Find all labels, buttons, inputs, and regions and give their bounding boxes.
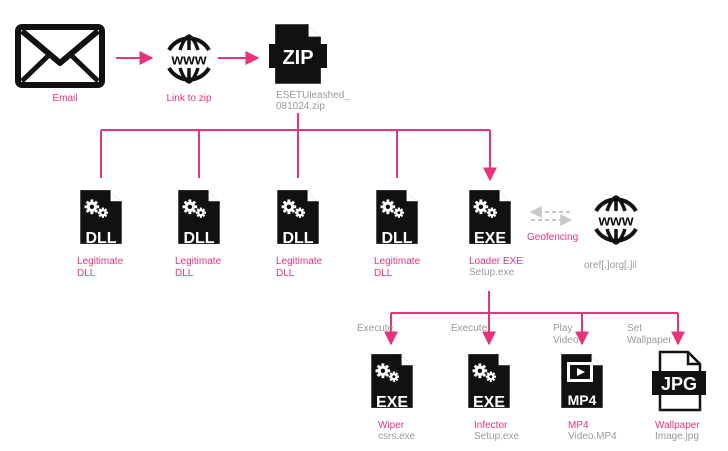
exe-badge: EXE [474, 230, 506, 247]
zip-badge: ZIP [282, 47, 313, 69]
dll-badge: DLL [183, 230, 214, 247]
connectors [100, 51, 685, 346]
infector-filename: Setup.exe [474, 431, 519, 442]
node-zip: ZIP ESETUleashed_ 081024.zip [269, 22, 350, 112]
jpg-badge: JPG [661, 374, 697, 394]
infector-label: Infector [474, 420, 508, 431]
mp4-badge: MP4 [568, 392, 597, 408]
mp4-action-line1: Play [553, 323, 572, 334]
node-link: Link to zip [166, 34, 212, 104]
link-label: Link to zip [166, 93, 211, 104]
mp4-filename: Video.MP4 [568, 431, 617, 442]
node-dll-3: DLL Legitimate DLL [275, 188, 323, 279]
jpg-label: Wallpaper [655, 420, 700, 431]
dll-label-line1: Legitimate [374, 256, 421, 267]
dll-label-line1: Legitimate [276, 256, 323, 267]
www-globe-icon [167, 34, 211, 84]
dll-file-icon: DLL [176, 188, 222, 247]
www-globe-icon [594, 195, 638, 245]
node-loader-exe: EXE Loader EXE Setup.exe [467, 188, 523, 278]
jpg-filename: Image.jpg [655, 431, 699, 442]
exe-badge: EXE [376, 394, 408, 411]
dll-label-line2: DLL [276, 268, 295, 279]
exe-file-icon: EXE [467, 188, 513, 247]
wiper-label: Wiper [378, 420, 405, 431]
jpg-action-line1: Set [627, 323, 642, 334]
node-mp4: MP4 MP4 Video.MP4 [559, 352, 617, 442]
zip-filename-line2: 081024.zip [276, 101, 325, 112]
node-dll-1: DLL Legitimate DLL [77, 188, 124, 279]
dll-badge: DLL [282, 230, 313, 247]
jpg-action-line2: Wallpaper [627, 335, 672, 346]
node-wiper: EXE Wiper csrs.exe [369, 352, 416, 442]
dll-label-line2: DLL [77, 268, 96, 279]
wiper-filename: csrs.exe [378, 431, 416, 442]
node-jpg: JPG Wallpaper Image.jpg [652, 350, 706, 442]
node-infector: EXE Infector Setup.exe [466, 352, 519, 442]
node-dll-2: DLL Legitimate DLL [175, 188, 222, 279]
loader-label: Loader EXE [469, 256, 523, 267]
dll-label-line2: DLL [175, 268, 194, 279]
envelope-icon [15, 24, 105, 88]
wiper-action-label: Execute [357, 323, 394, 334]
email-label: Email [52, 93, 77, 104]
dll-file-icon: DLL [374, 188, 420, 247]
dll-label-line1: Legitimate [175, 256, 222, 267]
dll-file-icon: DLL [275, 188, 321, 247]
node-geofencing: Geofencing oref[.]org[.]il [527, 195, 638, 271]
dll-badge: DLL [381, 230, 412, 247]
loader-filename: Setup.exe [469, 267, 514, 278]
node-email: Email [15, 24, 105, 104]
video-file-icon: MP4 [559, 352, 605, 410]
dll-file-icon: DLL [78, 188, 124, 247]
geofencing-domain: oref[.]org[.]il [584, 260, 637, 271]
mp4-action-line2: Video [553, 335, 579, 346]
dll-label-line1: Legitimate [77, 256, 124, 267]
mp4-label: MP4 [568, 420, 589, 431]
exe-file-icon: EXE [466, 352, 512, 411]
action-labels: Execute Execute Play Video Set Wallpaper [357, 323, 672, 346]
zip-file-icon: ZIP [269, 22, 327, 86]
geofencing-label: Geofencing [527, 232, 578, 243]
zip-filename-line1: ESETUleashed_ [276, 90, 350, 101]
exe-badge: EXE [473, 394, 505, 411]
dll-label-line2: DLL [374, 268, 393, 279]
exe-file-icon: EXE [369, 352, 415, 411]
infector-action-label: Execute [451, 323, 488, 334]
node-dll-4: DLL Legitimate DLL [374, 188, 421, 279]
dll-badge: DLL [85, 230, 116, 247]
image-file-icon: JPG [652, 350, 706, 412]
